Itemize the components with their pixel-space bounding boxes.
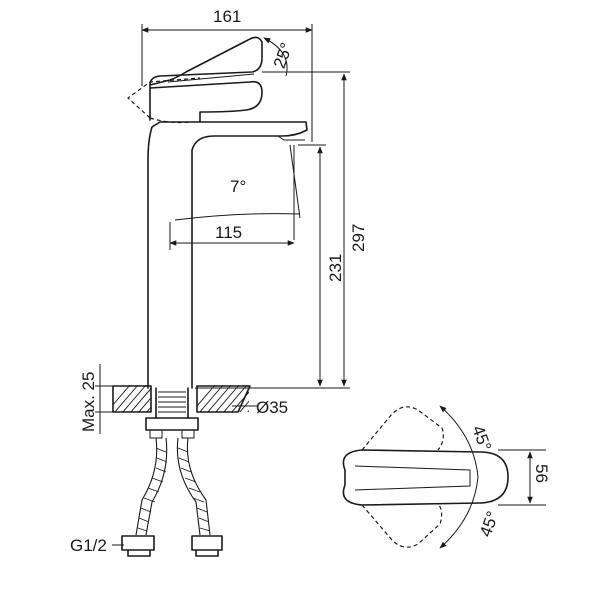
nut-details bbox=[149, 430, 195, 439]
total-height-label: 297 bbox=[349, 224, 368, 252]
faucet-body bbox=[147, 121, 308, 389]
hose-right-inner bbox=[186, 437, 211, 536]
diameter-label: Ø35 bbox=[256, 398, 288, 417]
spout-angle-line-a bbox=[289, 144, 301, 219]
hose-right-outer bbox=[176, 437, 201, 536]
handle-center bbox=[342, 449, 509, 506]
spout-height-label: 231 bbox=[326, 254, 345, 282]
handle-angle-top-label: 45° bbox=[468, 423, 495, 454]
sink-slab-right bbox=[196, 385, 251, 413]
handle-angle-arc bbox=[439, 405, 479, 549]
sink-hatch-left bbox=[113, 385, 151, 412]
lever-angle-label: 25° bbox=[270, 40, 297, 71]
top-width-label: 161 bbox=[213, 7, 241, 26]
reach-label: 115 bbox=[215, 223, 242, 242]
lever-handle bbox=[149, 36, 263, 121]
thickness-label: Max. 25 bbox=[79, 372, 98, 432]
handle-rotated-down bbox=[361, 502, 443, 548]
handle-width-label: 56 bbox=[532, 464, 551, 483]
lever-highlight bbox=[167, 73, 255, 83]
spout-angle-label: 7° bbox=[230, 177, 246, 196]
sink-slab-left bbox=[112, 385, 152, 413]
sink-hatch-right bbox=[197, 385, 249, 412]
shank-thread bbox=[158, 391, 186, 413]
spout-inner-line bbox=[277, 135, 305, 141]
hose-fitting-right bbox=[191, 535, 223, 557]
handle-top-view: 45° 45° 56 bbox=[342, 405, 551, 549]
handle-rotated-up bbox=[361, 406, 444, 451]
spout-flow-arc bbox=[174, 213, 301, 221]
hose-left-outer bbox=[135, 437, 158, 536]
lever-rotated-outline bbox=[127, 77, 201, 119]
hose-left-inner bbox=[145, 437, 168, 536]
thread-label: G1/2 bbox=[70, 536, 107, 555]
hose-fitting-left bbox=[121, 535, 155, 557]
handle-angle-bottom-label: 45° bbox=[476, 509, 503, 540]
hose-braid bbox=[137, 447, 211, 532]
faucet-side-view: 25° 7° 161 115 297 231 bbox=[70, 7, 368, 557]
mounting-shank bbox=[155, 387, 189, 419]
handle-center-inner bbox=[354, 465, 471, 491]
lever-base bbox=[149, 80, 263, 123]
mounting-nut bbox=[145, 417, 199, 431]
lever-rotated-arc bbox=[149, 117, 191, 124]
